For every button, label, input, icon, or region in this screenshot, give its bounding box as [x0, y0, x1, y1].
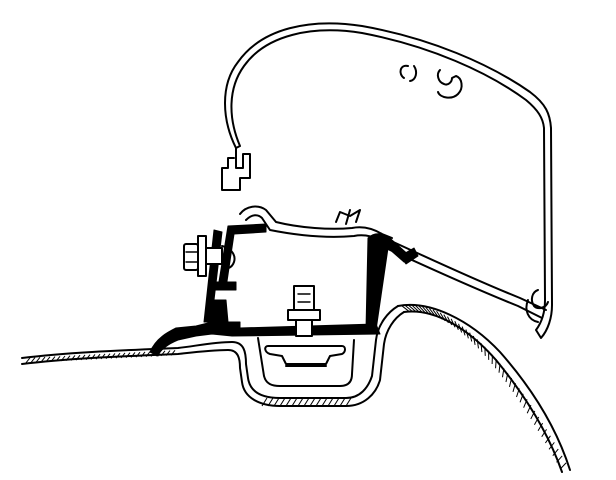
hatch-line	[526, 404, 532, 414]
hatch-line	[45, 356, 51, 363]
hatch-line	[140, 351, 146, 358]
hatch-line	[501, 368, 505, 378]
hatch-line	[267, 397, 274, 407]
hatch-line	[145, 351, 151, 357]
hatch-line	[339, 397, 346, 407]
hatch-line	[476, 339, 479, 349]
hatch-line	[495, 359, 497, 369]
hatch-line	[458, 323, 463, 333]
hatch-line	[465, 329, 469, 339]
hatch-line	[80, 354, 86, 361]
hatch-line	[428, 308, 436, 317]
hatch-line	[50, 356, 56, 362]
hatch-line	[95, 353, 101, 360]
hatch-line	[505, 372, 509, 383]
hatch-line	[130, 352, 136, 358]
hatch-line	[447, 316, 453, 326]
hatching	[25, 304, 567, 470]
hatch-line	[150, 351, 156, 357]
hatch-line	[85, 354, 91, 361]
hatch-line	[273, 397, 280, 407]
hatch-line	[480, 342, 483, 353]
hatch-line	[516, 388, 520, 398]
hatch-line	[559, 462, 567, 470]
hatch-line	[530, 410, 536, 420]
hatch-line	[411, 304, 420, 313]
hatch-line	[450, 318, 456, 328]
mounting-adapter	[149, 205, 419, 357]
hatch-line	[407, 304, 416, 312]
hatch-line	[135, 351, 141, 358]
hatch-line	[261, 397, 268, 407]
hatch-line	[315, 397, 322, 407]
hatch-line	[512, 383, 516, 392]
hatch-line	[544, 435, 551, 444]
hatch-line	[421, 306, 430, 315]
hatch-line	[548, 442, 555, 450]
bolt-assembly	[183, 235, 236, 277]
hatch-line	[498, 363, 501, 373]
hatch-line	[115, 352, 121, 359]
hatch-line	[436, 310, 443, 320]
hatch-line	[401, 305, 410, 312]
hatch-line	[100, 353, 106, 360]
t-slot-nut	[257, 285, 355, 387]
hatch-line	[120, 352, 126, 359]
awning-cassette	[221, 22, 553, 339]
hatch-line	[30, 357, 36, 363]
hatch-line	[170, 350, 176, 356]
hatch-line	[327, 397, 334, 407]
hatch-line	[155, 350, 161, 357]
hatch-line	[469, 332, 473, 342]
hatch-line	[439, 312, 446, 322]
hatch-line	[425, 307, 433, 316]
hatch-line	[418, 305, 426, 314]
hatch-line	[25, 357, 31, 364]
hatch-line	[303, 397, 310, 407]
hatch-line	[279, 397, 286, 407]
hatch-line	[125, 352, 131, 358]
hatch-line	[541, 429, 547, 438]
hatch-line	[75, 354, 81, 361]
hatch-line	[404, 304, 413, 312]
hatch-line	[454, 321, 459, 331]
hatch-line	[443, 314, 449, 324]
hatch-line	[537, 422, 544, 431]
hatch-line	[70, 355, 76, 361]
hatch-line	[110, 353, 116, 359]
hatch-line	[345, 397, 352, 407]
hatch-line	[309, 397, 316, 407]
hatch-line	[160, 350, 166, 357]
hatch-line	[60, 355, 66, 362]
hatch-line	[508, 377, 513, 387]
hatch-line	[472, 335, 476, 345]
hatch-line	[165, 350, 171, 356]
hatch-line	[285, 397, 292, 407]
hatch-line	[533, 416, 540, 426]
hatch-line	[35, 356, 41, 363]
hatch-line	[321, 397, 328, 407]
hatch-line	[40, 356, 46, 363]
hatch-line	[105, 353, 111, 360]
hatch-line	[556, 455, 563, 463]
hatch-line	[461, 326, 466, 336]
hatch-line	[333, 397, 340, 407]
hatch-line	[552, 448, 559, 457]
hatch-line	[432, 309, 439, 318]
hatch-line	[90, 354, 96, 360]
hatch-line	[55, 355, 61, 362]
hatch-line	[519, 393, 524, 403]
hatch-line	[291, 397, 298, 407]
hatch-line	[297, 397, 304, 407]
hatch-line	[523, 399, 528, 408]
vehicle-roof-skin	[397, 304, 571, 473]
hatch-line	[65, 355, 71, 362]
hatch-line	[414, 304, 423, 313]
